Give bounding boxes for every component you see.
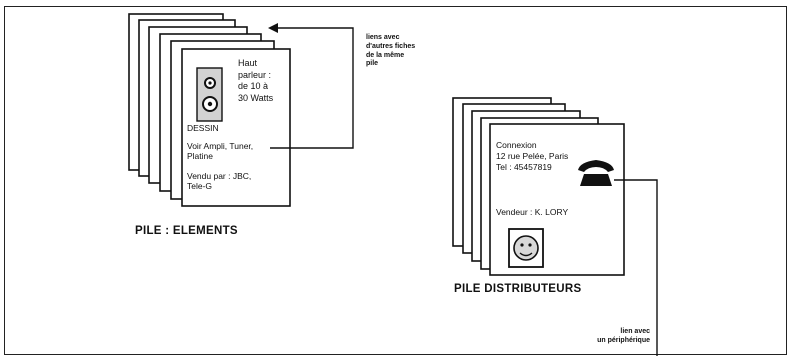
element-see-also: Voir Ampli, Tuner, Platine — [187, 141, 253, 162]
distributor-vendor: Vendeur : K. LORY — [496, 207, 568, 217]
face-icon — [509, 229, 543, 267]
element-drawing-label: DESSIN — [187, 123, 219, 133]
element-card-title: Haut parleur : de 10 à 30 Watts — [238, 58, 273, 104]
distributor-connexion: Connexion 12 rue Pelée, Paris Tel : 4545… — [496, 140, 568, 173]
peripheral-link-note: lien avec un périphérique — [588, 328, 650, 346]
elements-link-note: liens avec d'autres fiches de la même pi… — [366, 34, 415, 69]
elements-stack-label: PILE : ELEMENTS — [135, 224, 238, 238]
distributors-stack-label: PILE DISTRIBUTEURS — [454, 282, 581, 296]
speaker-icon — [197, 68, 222, 121]
elements-link-arrowhead — [268, 23, 278, 33]
element-sold-by: Vendu par : JBC, Tele-G — [187, 171, 251, 192]
